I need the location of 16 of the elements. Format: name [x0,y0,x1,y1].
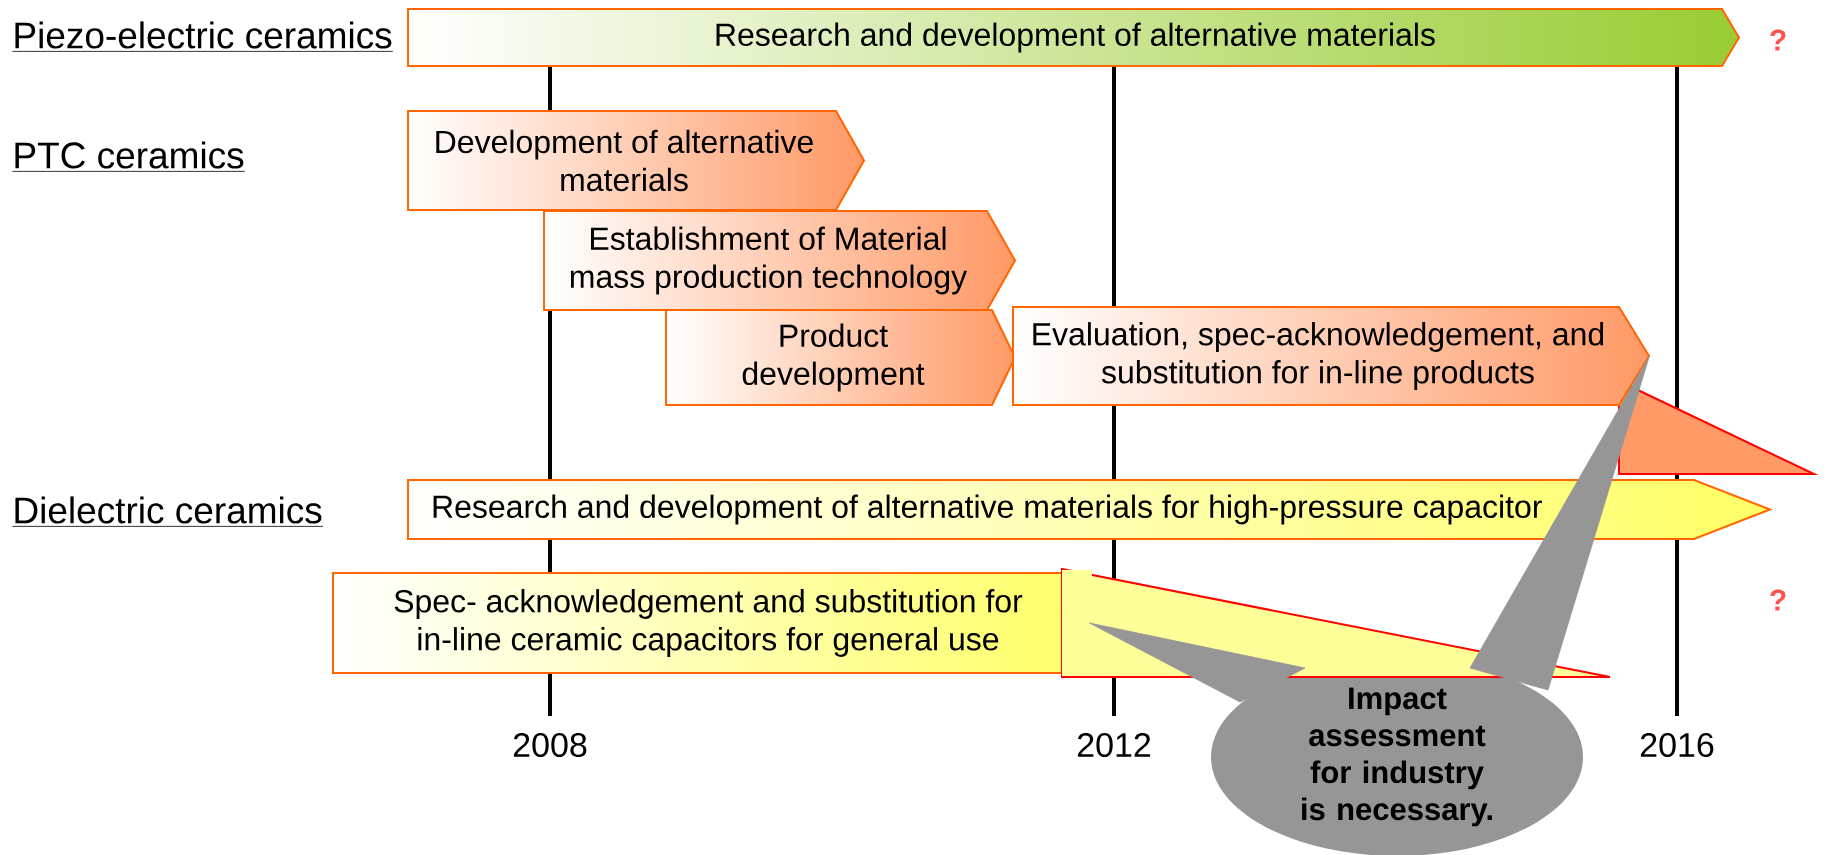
year-label: 2016 [1640,732,1714,758]
row-heading: Piezo-electric ceramics [12,21,394,52]
question-mark: ? [1770,589,1786,611]
row-heading: PTC ceramics [12,141,246,172]
row-heading: Dielectric ceramics [12,496,324,527]
arrow-box: Research and development of alternative materials [407,8,1741,67]
callout-pointer [1469,355,1650,691]
process-box: Spec- acknowledgement and substitution for in-line ceramic capacitors for general use [332,572,1090,674]
arrow-box: Product development [665,309,1017,406]
year-label: 2012 [1077,732,1151,758]
year-label: 2008 [513,732,587,758]
question-mark: ? [1770,29,1786,51]
arrow-box: Evaluation, spec-acknowledgement, and substitution for in-line products [1012,306,1651,406]
arrow-box: Establishment of Material mass production technology [543,210,1017,311]
arrow-box: Research and development of alternative materials for high-pressure capacitor [407,479,1773,540]
arrow-box: Development of alternative materials [407,110,866,211]
